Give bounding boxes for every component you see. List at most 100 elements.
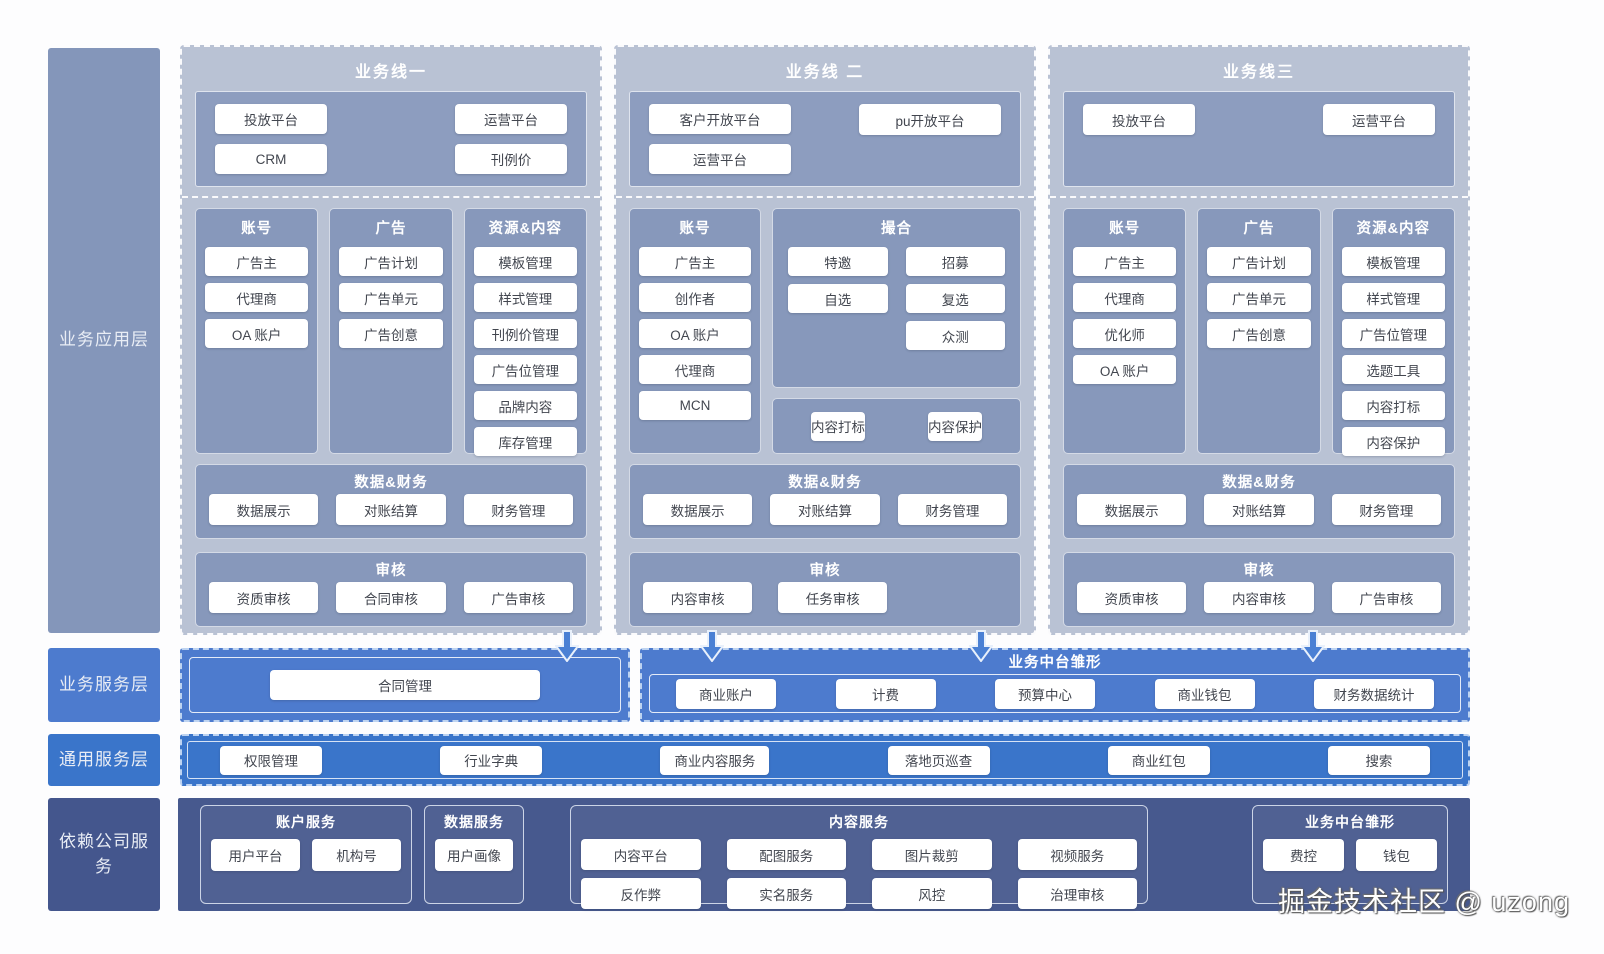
section-row: 数据展示 对账结算 财务管理 <box>209 494 573 525</box>
line1-ad-column: 广告 广告计划 广告单元 广告创意 <box>329 208 453 454</box>
node: 资质审核 <box>209 582 319 613</box>
node: OA 账户 <box>205 319 309 348</box>
group-items: 内容平台 配图服务 图片裁剪 视频服务 反作弊 实名服务 风控 治理审核 <box>581 839 1137 909</box>
business-line-1-title: 业务线一 <box>354 64 427 81</box>
down-arrow-icon <box>1301 630 1325 662</box>
line2-matching-stack: 撮合 特邀 自选 招募 复选 众测 <box>772 208 1021 454</box>
node-wallet: 钱包 <box>1356 839 1437 871</box>
column-title: 广告 <box>375 221 407 237</box>
layer-label-business-service: 业务服务层 <box>48 648 160 722</box>
mid-platform-title: 业务中台雏形 <box>1008 655 1102 671</box>
node: OA 账户 <box>639 319 751 348</box>
business-application-layer: 业务线一 投放平台 CRM 运营平台 刊例价 账号 广告主 代理商 OA 账户 <box>180 45 1470 635</box>
node: 广告主 <box>639 247 751 276</box>
node: 广告位管理 <box>1341 319 1445 348</box>
node-operation-platform: 运营平台 <box>649 144 791 174</box>
line2-platform-left-col: 客户开放平台 运营平台 <box>649 104 791 174</box>
group-title: 内容服务 <box>829 814 889 830</box>
line1-resource-content-column: 资源&内容 模板管理 样式管理 刊例价管理 广告位管理 品牌内容 库存管理 <box>463 208 587 456</box>
node: 广告主 <box>1073 247 1177 276</box>
down-arrow-icon <box>700 630 724 662</box>
section-title: 审核 <box>809 563 841 579</box>
line3-account-column: 账号 广告主 代理商 优化师 OA 账户 <box>1063 208 1187 454</box>
column-title: 资源&内容 <box>1356 221 1431 237</box>
line2-account-column: 账号 广告主 创作者 OA 账户 代理商 MCN <box>629 208 761 454</box>
node-customer-open-platform: 客户开放平台 <box>649 104 791 134</box>
node-operation-platform: 运营平台 <box>1323 104 1435 135</box>
line1-audit: 审核 资质审核 合同审核 广告审核 <box>195 552 587 627</box>
section-row: 资质审核 合同审核 广告审核 <box>209 582 573 613</box>
node: 广告计划 <box>339 247 443 276</box>
business-line-2-title: 业务线 二 <box>785 64 865 81</box>
node: 财务管理 <box>463 494 573 525</box>
line3-resource-content-column: 资源&内容 模板管理 样式管理 广告位管理 选题工具 内容打标 内容保护 <box>1331 208 1455 456</box>
group-items: 费控 钱包 <box>1263 839 1437 871</box>
node: 对账结算 <box>336 494 446 525</box>
node-image-crop: 图片裁剪 <box>872 839 992 870</box>
node: 数据展示 <box>643 494 753 525</box>
account-service-group: 账户服务 用户平台 机构号 <box>200 805 412 904</box>
node-expense-control: 费控 <box>1263 839 1344 871</box>
node: 广告审核 <box>463 582 573 613</box>
node: 代理商 <box>639 355 751 384</box>
node-realname-service: 实名服务 <box>726 878 846 909</box>
node-landing-page-patrol: 落地页巡查 <box>887 745 990 775</box>
mid-platform-box: 业务中台雏形 商业账户 计费 预算中心 商业钱包 财务数据统计 <box>640 648 1470 722</box>
node: 品牌内容 <box>473 391 577 420</box>
business-line-3: 业务线三 投放平台 运营平台 账号 广告主 代理商 优化师 OA 账户 <box>1048 45 1470 635</box>
node: 代理商 <box>1073 283 1177 312</box>
node: 优化师 <box>1073 319 1177 348</box>
line2-audit: 审核 内容审核 任务审核 <box>629 552 1021 627</box>
dependency-service-layer: 账户服务 用户平台 机构号 数据服务 用户画像 内容服务 内容平台 配图服务 图… <box>178 798 1470 911</box>
node-content-platform: 内容平台 <box>581 839 701 870</box>
section-row: 数据展示 对账结算 财务管理 <box>643 494 1007 525</box>
node: 复选 <box>905 284 1005 313</box>
node-delivery-platform: 投放平台 <box>1083 104 1195 135</box>
section-row: 内容审核 任务审核 <box>643 582 1007 613</box>
business-line-3-title: 业务线三 <box>1222 64 1295 81</box>
node: 特邀 <box>788 247 888 276</box>
business-line-2: 业务线 二 客户开放平台 运营平台 pu开放平台 账号 广告主 创作者 OA 账… <box>614 45 1036 635</box>
node-budget-center: 预算中心 <box>995 678 1095 709</box>
node: 广告单元 <box>1207 283 1311 312</box>
node-contract-management: 合同管理 <box>270 670 540 700</box>
node: 招募 <box>905 247 1005 276</box>
node: 合同审核 <box>336 582 446 613</box>
matching-left-col: 特邀 自选 <box>788 247 888 350</box>
node-crm: CRM <box>215 144 327 174</box>
line3-platform-panel: 投放平台 运营平台 <box>1063 91 1455 187</box>
node: 模板管理 <box>473 247 577 276</box>
business-service-layer: 合同管理 业务中台雏形 商业账户 计费 预算中心 商业钱包 财务数据统计 <box>180 648 1470 722</box>
line2-platform-panel: 客户开放平台 运营平台 pu开放平台 <box>629 91 1021 187</box>
section-title: 数据&财务 <box>1222 475 1296 491</box>
column-title: 撮合 <box>881 221 912 237</box>
node-rate-card: 刊例价 <box>455 144 567 174</box>
node: 众测 <box>905 321 1005 350</box>
node: 广告计划 <box>1207 247 1311 276</box>
node: 任务审核 <box>778 582 888 613</box>
node-user-platform: 用户平台 <box>211 839 300 871</box>
line3-data-finance: 数据&财务 数据展示 对账结算 财务管理 <box>1063 464 1455 539</box>
line2-matching-box: 撮合 特邀 自选 招募 复选 众测 <box>772 208 1021 388</box>
matching-right-col: 招募 复选 众测 <box>905 247 1005 350</box>
contract-service-inner: 合同管理 <box>189 657 621 713</box>
node-org-account: 机构号 <box>312 839 401 871</box>
node: 广告单元 <box>339 283 443 312</box>
column-title: 广告 <box>1243 221 1275 237</box>
matching-columns: 特邀 自选 招募 复选 众测 <box>782 247 1011 350</box>
line1-platform-panel: 投放平台 CRM 运营平台 刊例价 <box>195 91 587 187</box>
node: 资质审核 <box>1077 582 1187 613</box>
line1-domain-columns: 账号 广告主 代理商 OA 账户 广告 广告计划 广告单元 广告创意 资源&内容… <box>195 208 587 456</box>
line1-platform-right-col: 运营平台 刊例价 <box>455 104 567 174</box>
node: 广告创意 <box>339 319 443 348</box>
column-title: 账号 <box>679 221 711 237</box>
line3-domain-columns: 账号 广告主 代理商 优化师 OA 账户 广告 广告计划 广告单元 广告创意 资… <box>1063 208 1455 456</box>
node: OA 账户 <box>1073 355 1177 384</box>
node-user-profile: 用户画像 <box>435 839 513 871</box>
node-business-red-packet: 商业红包 <box>1107 745 1210 775</box>
section-row: 数据展示 对账结算 财务管理 <box>1077 494 1441 525</box>
dashed-separator <box>182 196 600 198</box>
group-items: 用户画像 <box>435 839 513 871</box>
group-title: 业务中台雏形 <box>1305 814 1395 830</box>
